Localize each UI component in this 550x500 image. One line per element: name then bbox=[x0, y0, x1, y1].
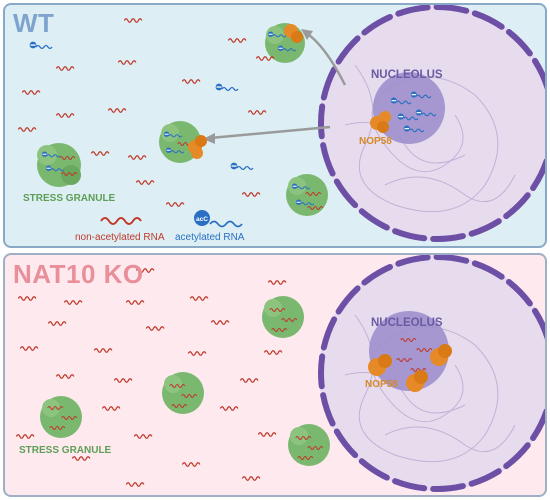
stress-granule-label: STRESS GRANULE bbox=[19, 445, 112, 456]
acetyl-mark-label: acC bbox=[196, 216, 208, 223]
stress-granule bbox=[162, 372, 204, 414]
legend-non-acetylated-label: non-acetylated RNA bbox=[75, 232, 165, 243]
nucleolus bbox=[373, 72, 445, 144]
ko-title: NAT10 KO bbox=[13, 259, 144, 289]
ko-diagram bbox=[15, 255, 545, 492]
stress-granule bbox=[262, 296, 304, 338]
stress-granule bbox=[37, 143, 81, 187]
nucleolus bbox=[369, 311, 449, 391]
stress-granule bbox=[288, 424, 330, 466]
nucleolus-label: NUCLEOLUS bbox=[371, 69, 443, 81]
stress-granule bbox=[265, 23, 305, 63]
nucleolus-label: NUCLEOLUS bbox=[371, 317, 443, 329]
stress-granule bbox=[40, 396, 82, 438]
legend-acetylated-label: acetylated RNA bbox=[175, 232, 245, 243]
stress-granule bbox=[286, 174, 328, 216]
transport-arrow bbox=[203, 29, 347, 144]
legend-non-acetylated-rna bbox=[100, 217, 142, 225]
nop58-label: NOP58 bbox=[365, 379, 398, 390]
nop58-label: NOP58 bbox=[359, 136, 392, 147]
wt-panel: acC WT NUCLEOLUS NOP58 STRESS GRANULE no… bbox=[3, 3, 547, 248]
wt-title: WT bbox=[13, 8, 55, 38]
stress-granule bbox=[159, 121, 207, 163]
nop58-protein bbox=[368, 344, 452, 392]
legend-acetylated-rna: acC bbox=[194, 210, 243, 228]
ko-panel: NAT10 KO NUCLEOLUS NOP58 STRESS GRANULE bbox=[3, 253, 547, 497]
nop58-protein bbox=[370, 111, 391, 133]
wt-diagram: acC bbox=[17, 5, 545, 242]
stress-granule-label: STRESS GRANULE bbox=[23, 193, 116, 204]
